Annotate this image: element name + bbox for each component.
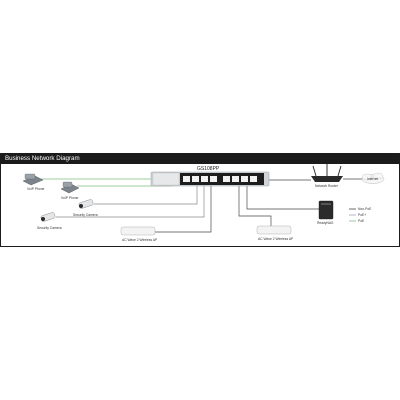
legend-poe-plus: PoE+ [358,213,366,217]
internet-label: Internet [367,177,378,181]
diagram-frame: Business Network Diagram GS108PP [0,153,400,247]
security-camera-1: Security Camera [37,212,62,230]
readynas: ReadyNAS [317,200,334,225]
ap-2: AC Wave 2 Wireless AP [256,225,294,241]
router-label: Network Router [315,184,339,188]
security-camera-1-label: Security Camera [37,226,62,230]
ap-1-label: AC Wave 2 Wireless AP [122,238,158,242]
cable-security-camera-1 [56,184,205,218]
title-bar: Business Network Diagram [1,154,399,164]
switch-label: GS108PP [197,166,220,172]
legend-poe: PoE [358,219,365,223]
voip-phone-1: VoIP Phone [22,173,45,191]
security-camera-2: Security Camera [73,199,98,217]
internet-cloud: Internet [361,172,385,184]
voip-phone-2-label: VoIP Phone [61,196,79,200]
switch-gs108pp: GS108PP [150,166,270,187]
ap-1: AC Wave 2 Wireless AP [120,226,158,242]
voip-phone-1-label: VoIP Phone [27,187,45,191]
cable-security-camera-2 [94,184,198,205]
legend: Non-PoE PoE+ PoE [349,207,372,223]
diagram-title: Business Network Diagram [5,155,80,162]
cable-ap-2 [238,184,272,228]
cable-nas [246,184,319,210]
switch-ports [183,176,257,182]
voip-phone-2: VoIP Phone [60,181,80,200]
readynas-label: ReadyNAS [317,221,334,225]
network-diagram-canvas: GS108PP VoIP Phone Vo [22,164,385,242]
ap-2-label: AC Wave 2 Wireless AP [258,237,294,241]
legend-non-poe: Non-PoE [358,207,372,211]
cable-ap-1 [151,184,212,233]
network-router: Network Router [311,164,343,188]
security-camera-2-label: Security Camera [73,213,98,217]
